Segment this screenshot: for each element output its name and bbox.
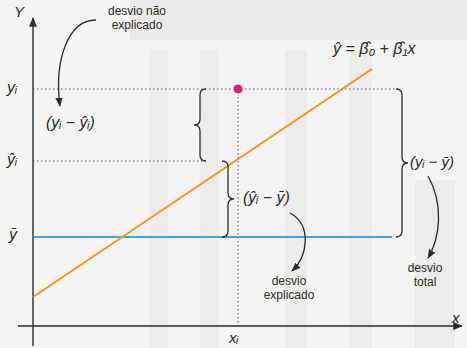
callout-arrows	[59, 20, 439, 271]
annotation: desvio não explicado	[98, 5, 176, 33]
mean-line	[33, 236, 392, 238]
guide-lines	[33, 89, 400, 326]
axis-label: x	[452, 309, 460, 326]
braces	[194, 89, 408, 237]
regression-equation: ŷ = β̂₀ + β̂₁x	[333, 40, 416, 58]
tick-label: yᵢ	[7, 79, 17, 97]
deviation-label: (yᵢ − ŷᵢ)	[46, 114, 95, 132]
deviation-label: (yᵢ − ȳ)	[410, 153, 454, 170]
data-point	[233, 84, 243, 94]
x-axis	[18, 325, 462, 326]
deviation-label: (ŷᵢ − ȳ)	[243, 189, 290, 207]
annotation: desvio explicado	[256, 275, 322, 303]
tick-label: ȳ	[9, 226, 17, 244]
tick-label: ŷᵢ	[7, 151, 17, 169]
annotation: desvio total	[396, 262, 454, 290]
tick-label: xᵢ	[229, 329, 238, 346]
axis-label: Y	[14, 3, 24, 20]
regression-line	[33, 69, 372, 297]
background-building	[130, 0, 467, 348]
